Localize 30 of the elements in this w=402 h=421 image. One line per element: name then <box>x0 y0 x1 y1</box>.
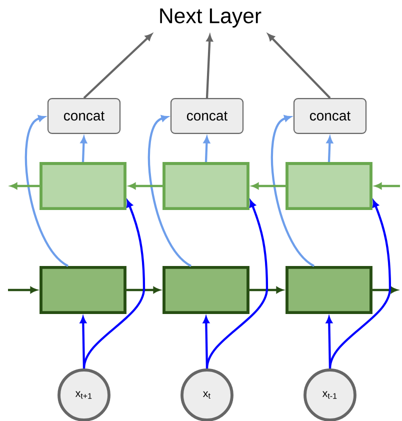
heading-text: Next Layer <box>160 8 262 28</box>
arrow <box>82 200 146 369</box>
forward-cell <box>40 266 126 314</box>
arrow <box>80 136 87 162</box>
arrow <box>374 182 400 190</box>
arrow <box>268 34 331 99</box>
arrow <box>148 115 192 267</box>
arrow <box>206 200 268 369</box>
arrow <box>126 286 160 294</box>
arrow <box>252 182 286 190</box>
arrow <box>328 200 392 369</box>
concat-box: concat <box>293 98 367 134</box>
arrow <box>372 286 398 294</box>
arrow <box>10 182 40 190</box>
concat-box: concat <box>170 98 244 134</box>
concat-box: concat <box>47 98 121 134</box>
arrow <box>249 286 284 294</box>
arrow <box>83 34 152 99</box>
arrow <box>204 136 210 162</box>
backward-cell <box>40 162 126 210</box>
arrow <box>206 34 213 98</box>
forward-cell <box>286 266 372 314</box>
arrow <box>8 286 38 294</box>
arrow <box>24 115 69 267</box>
backward-cell <box>286 162 372 210</box>
arrow <box>128 182 163 190</box>
arrow <box>270 115 315 267</box>
arrow <box>326 136 333 162</box>
forward-cell <box>162 266 250 314</box>
backward-cell <box>162 162 250 210</box>
